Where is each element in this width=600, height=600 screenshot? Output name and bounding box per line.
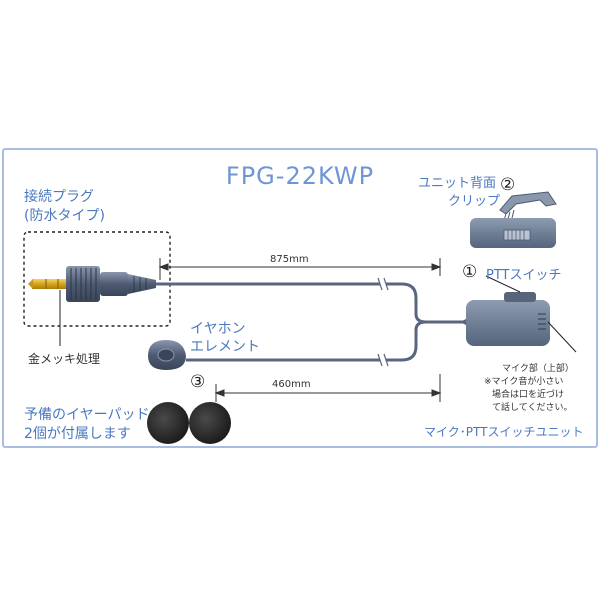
earphone-cable-length: 460mm — [272, 379, 311, 390]
dimension-875 — [158, 258, 442, 280]
earphone-element — [148, 340, 186, 370]
clip-number: ② — [500, 175, 516, 195]
back-clip — [470, 191, 557, 248]
plug-label-line2: (防水タイプ) — [24, 208, 105, 224]
pads-note-line1: 予備のイヤーパッド — [24, 407, 150, 423]
mic-note-line4: て話してください。 — [492, 403, 573, 413]
cable-break-marks — [377, 277, 389, 367]
ear-pad — [189, 402, 231, 444]
ptt-label: PTTスイッチ — [486, 268, 562, 283]
mic-note-line3: 場合は口を近づけ — [492, 390, 565, 400]
main-cable-length: 875mm — [270, 254, 309, 265]
earphone-label-line1: イヤホン — [190, 321, 246, 337]
ptt-pointer-line — [485, 275, 521, 293]
main-cable — [150, 282, 468, 324]
gold-plating-label: 金メッキ処理 — [28, 352, 101, 366]
mic-holes — [538, 313, 546, 330]
mic-note-line2: ※マイク音が小さい — [484, 377, 564, 387]
pads-note-line2: 2個が付属します — [24, 426, 131, 442]
plug-highlight-box — [23, 231, 171, 327]
dimension-460 — [214, 374, 442, 402]
model-title: FPG-22KWP — [225, 162, 375, 190]
connector-plug — [28, 266, 156, 302]
mic-pointer-line — [547, 321, 577, 353]
mic-note-line1: マイク部（上部） — [502, 364, 574, 374]
diagram-frame — [2, 148, 598, 448]
earphone-number: ③ — [190, 372, 206, 392]
clip-label-line1: ユニット背面 — [418, 176, 497, 191]
spare-ear-pads — [147, 402, 231, 444]
earphone-cable — [186, 320, 427, 362]
ptt-button — [504, 292, 536, 302]
plug-label-line1: 接続プラグ — [24, 189, 94, 205]
ptt-number: ① — [462, 262, 478, 282]
ptt-unit — [460, 292, 550, 346]
clip-label-line2: クリップ — [448, 194, 501, 209]
gold-pin — [32, 279, 72, 289]
unit-body — [466, 300, 550, 346]
earphone-label-line2: エレメント — [190, 339, 260, 355]
unit-label: マイク･PTTスイッチユニット — [424, 425, 584, 439]
ear-pad — [147, 402, 189, 444]
